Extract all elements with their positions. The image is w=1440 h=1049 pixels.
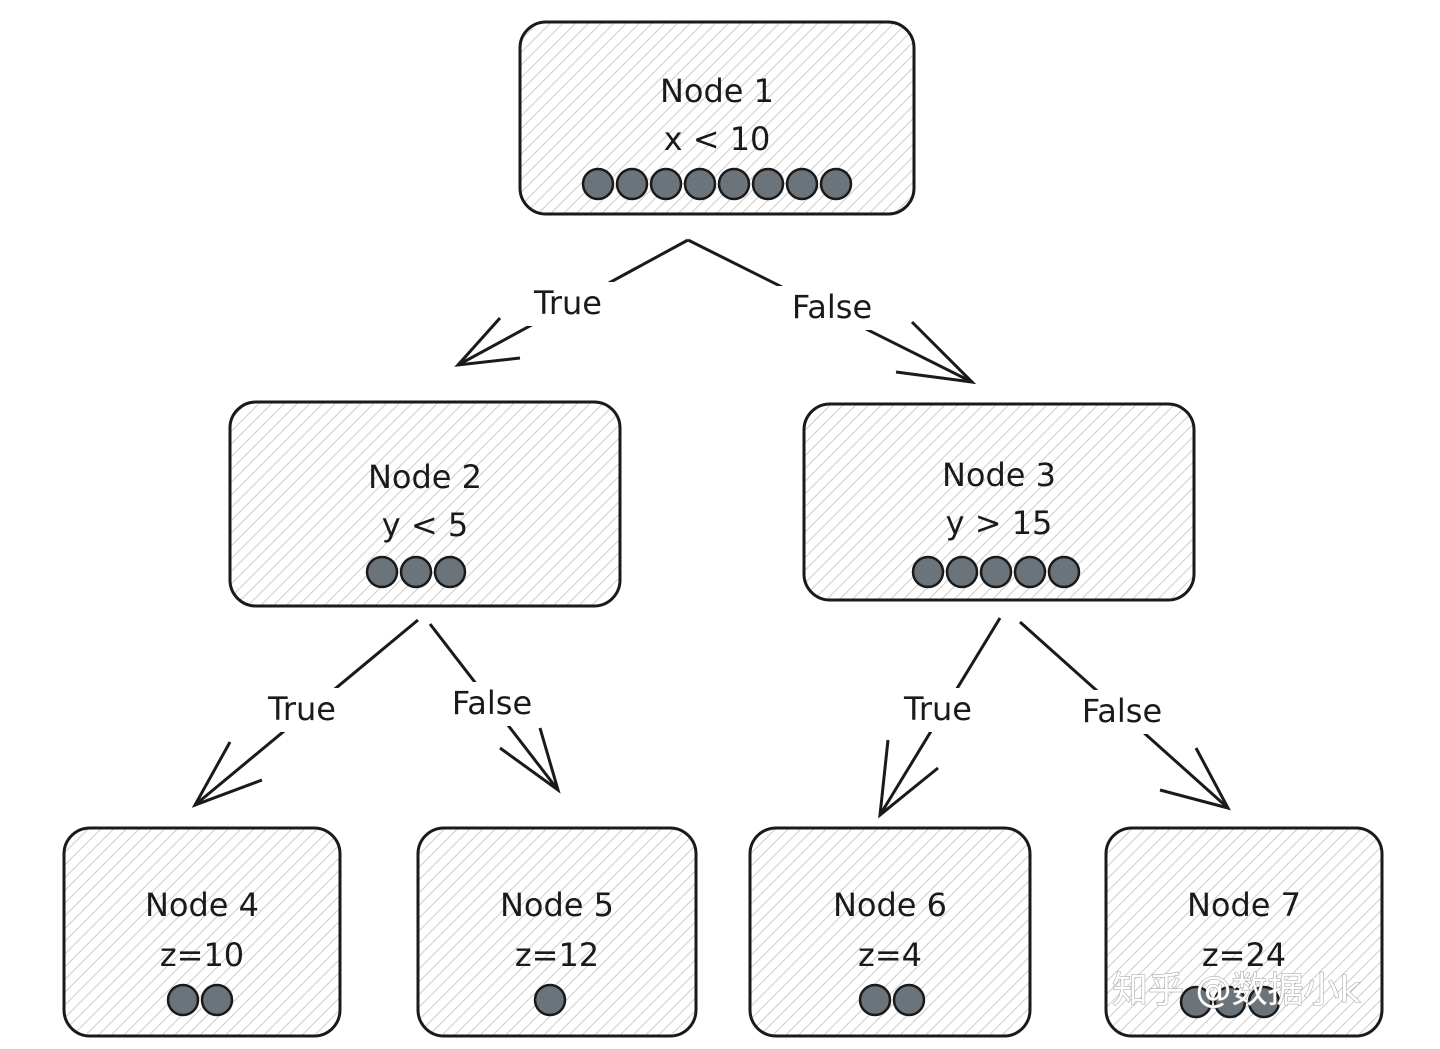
node-2-samples <box>365 555 467 589</box>
sample-dot <box>1013 555 1047 589</box>
node-1-title: Node 1 <box>660 72 774 110</box>
node-3-title: Node 3 <box>942 456 1056 494</box>
node-7-rule: z=24 <box>1202 936 1286 974</box>
node-4-title: Node 4 <box>145 886 259 924</box>
node-6-samples <box>858 983 926 1017</box>
sample-dot <box>365 555 399 589</box>
edge-2-4: True <box>191 618 419 808</box>
watermark: 知乎 @数据小k <box>1112 970 1360 1011</box>
node-3-rule: y > 15 <box>946 504 1053 542</box>
sample-dot <box>200 983 234 1017</box>
sample-dot <box>858 983 892 1017</box>
edge-3-7: False <box>1019 620 1231 811</box>
sample-dot <box>533 983 567 1017</box>
sample-dot <box>945 555 979 589</box>
edge-2-5: False <box>428 623 561 794</box>
node-2-rule: y < 5 <box>382 506 468 544</box>
sample-dot <box>649 167 683 201</box>
node-4-samples <box>166 983 234 1017</box>
sample-dot <box>819 167 853 201</box>
node-6-rule: z=4 <box>858 936 922 974</box>
sample-dot <box>433 555 467 589</box>
node-6-title: Node 6 <box>833 886 947 924</box>
sample-dot <box>615 167 649 201</box>
node-1-samples <box>581 167 853 201</box>
node-4: Node 4 z=10 <box>62 826 342 1038</box>
sample-dot <box>717 167 751 201</box>
edge-3-6: True <box>878 617 1002 819</box>
sample-dot <box>751 167 785 201</box>
sample-dot <box>1213 985 1247 1019</box>
node-7-samples <box>1179 985 1281 1019</box>
sample-dot <box>892 983 926 1017</box>
node-1-rule: x < 10 <box>664 120 771 158</box>
node-5: Node 5 z=12 <box>416 826 698 1038</box>
edge-label-2-4: True <box>267 690 336 728</box>
sample-dot <box>683 167 717 201</box>
sample-dot <box>785 167 819 201</box>
node-7-title: Node 7 <box>1187 886 1301 924</box>
node-3: Node 3 y > 15 <box>802 402 1196 602</box>
node-6: Node 6 z=4 <box>748 826 1032 1038</box>
sample-dot <box>399 555 433 589</box>
edge-label-1-2: True <box>533 284 602 322</box>
sample-dot <box>1047 555 1081 589</box>
sample-dot <box>979 555 1013 589</box>
edge-label-1-3: False <box>792 288 872 326</box>
node-3-samples <box>911 555 1081 589</box>
node-2: Node 2 y < 5 <box>228 400 622 608</box>
edge-1-3: False <box>687 238 977 385</box>
sample-dot <box>166 983 200 1017</box>
node-7: Node 7 z=24 <box>1104 826 1384 1038</box>
edge-label-3-7: False <box>1082 692 1162 730</box>
edge-label-2-5: False <box>452 684 532 722</box>
node-4-rule: z=10 <box>160 936 244 974</box>
edge-1-2: True <box>454 238 689 367</box>
node-5-rule: z=12 <box>515 936 599 974</box>
node-5-title: Node 5 <box>500 886 614 924</box>
sample-dot <box>1247 985 1281 1019</box>
sample-dot <box>581 167 615 201</box>
node-1: Node 1 x < 10 <box>518 20 916 216</box>
edge-label-3-6: True <box>903 690 972 728</box>
sample-dot <box>1179 985 1213 1019</box>
node-2-title: Node 2 <box>368 458 482 496</box>
sample-dot <box>911 555 945 589</box>
node-5-samples <box>533 983 567 1017</box>
